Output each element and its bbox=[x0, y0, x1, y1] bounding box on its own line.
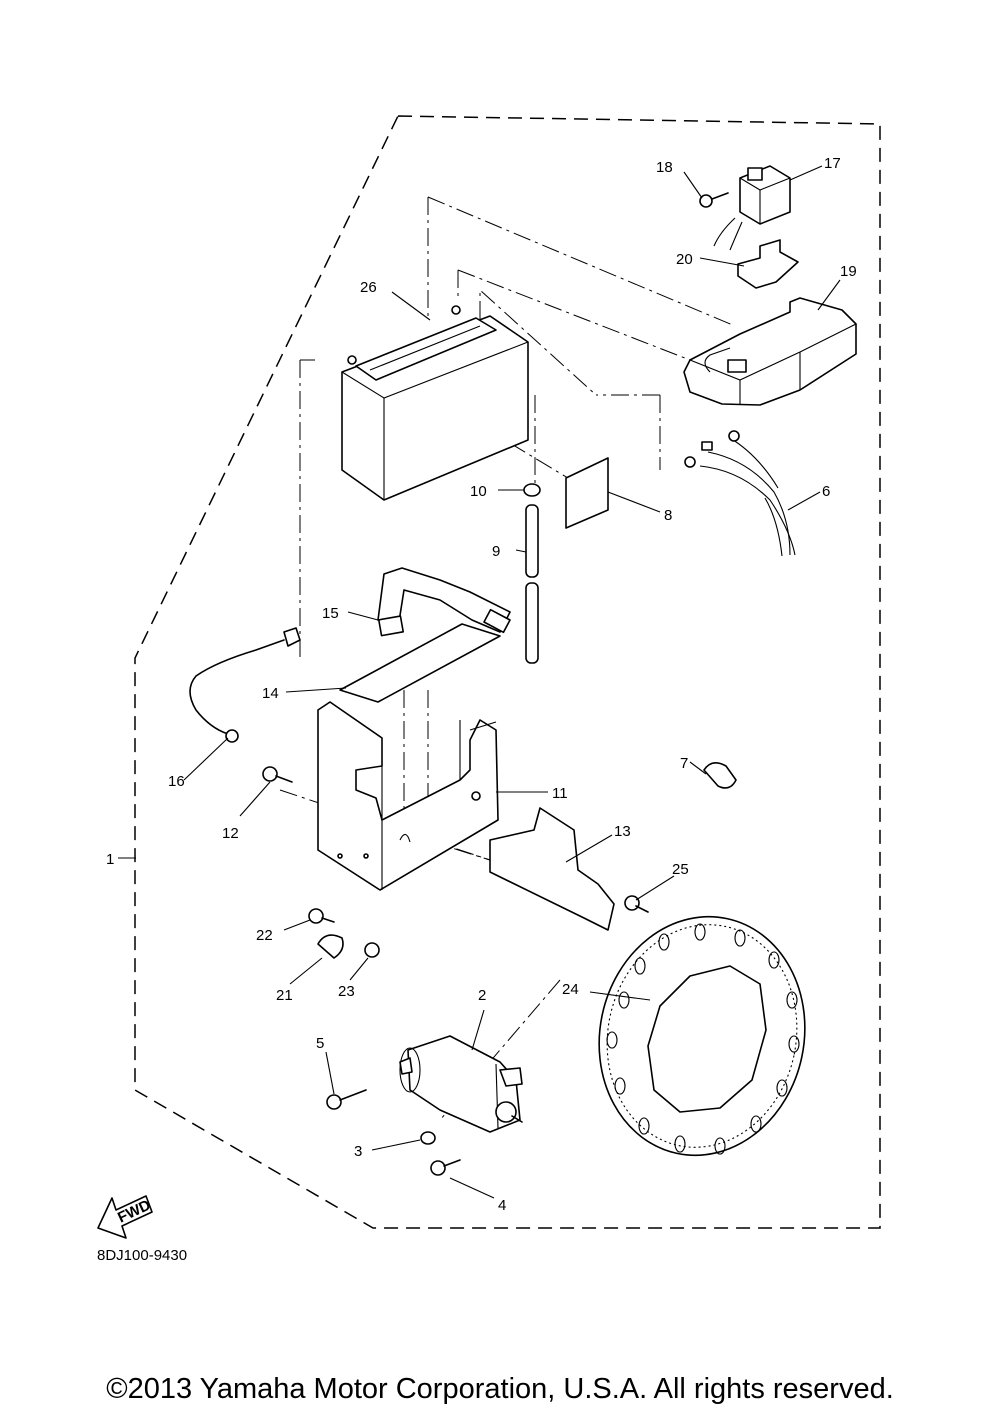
fwd-arrow-icon: FWD bbox=[97, 1195, 153, 1239]
battery-strap bbox=[377, 567, 511, 637]
callout-9: 9 bbox=[492, 543, 500, 560]
callout-23: 23 bbox=[338, 983, 355, 1000]
callout-12: 12 bbox=[222, 825, 239, 842]
callout-7: 7 bbox=[680, 755, 688, 772]
bolt-4 bbox=[430, 1159, 461, 1176]
battery bbox=[341, 305, 529, 501]
nut-23 bbox=[364, 942, 380, 958]
battery-pad bbox=[565, 457, 609, 529]
callout-21: 21 bbox=[276, 987, 293, 1004]
callout-8: 8 bbox=[664, 507, 672, 524]
callout-6: 6 bbox=[822, 483, 830, 500]
callout-13: 13 bbox=[614, 823, 631, 840]
starter-motor bbox=[399, 1035, 523, 1133]
diagram-code: 8DJ100-9430 bbox=[97, 1247, 187, 1264]
screw-18 bbox=[699, 192, 729, 208]
bolt-25 bbox=[624, 895, 649, 913]
callout-22: 22 bbox=[256, 927, 273, 944]
battery-case bbox=[317, 701, 499, 891]
breather-hose bbox=[523, 483, 541, 664]
callout-17: 17 bbox=[824, 155, 841, 172]
callout-labels: 1 2 3 4 5 6 7 8 9 10 11 12 13 14 15 16 1… bbox=[106, 155, 857, 1214]
callout-15: 15 bbox=[322, 605, 339, 622]
starter-relay bbox=[713, 165, 791, 251]
wire-harness bbox=[684, 430, 796, 557]
callout-24: 24 bbox=[562, 981, 579, 998]
clamp-7 bbox=[703, 762, 737, 789]
leader-lines bbox=[118, 165, 841, 1199]
bolt-12 bbox=[262, 766, 293, 783]
callout-16: 16 bbox=[168, 773, 185, 790]
callout-26: 26 bbox=[360, 279, 377, 296]
battery-plate bbox=[339, 623, 501, 703]
cover-plate-13 bbox=[489, 807, 615, 931]
fuse-box bbox=[683, 297, 857, 406]
callout-10: 10 bbox=[470, 483, 487, 500]
bolt-22 bbox=[308, 908, 335, 924]
callout-25: 25 bbox=[672, 861, 689, 878]
callout-2: 2 bbox=[478, 987, 486, 1004]
copyright-notice: ©2013 Yamaha Motor Corporation, U.S.A. A… bbox=[106, 1373, 894, 1405]
starter-disc bbox=[598, 915, 806, 1157]
assembly-boundary bbox=[134, 115, 881, 1229]
callout-20: 20 bbox=[676, 251, 693, 268]
callout-3: 3 bbox=[354, 1143, 362, 1160]
callout-18: 18 bbox=[656, 159, 673, 176]
negative-lead bbox=[189, 627, 301, 743]
callout-5: 5 bbox=[316, 1035, 324, 1052]
nut-3 bbox=[420, 1131, 436, 1145]
bolt-5 bbox=[326, 1089, 367, 1110]
callout-4: 4 bbox=[498, 1197, 506, 1214]
clamp-21 bbox=[317, 934, 344, 959]
callout-19: 19 bbox=[840, 263, 857, 280]
callout-14: 14 bbox=[262, 685, 279, 702]
callout-1: 1 bbox=[106, 851, 114, 868]
callout-11: 11 bbox=[552, 785, 568, 802]
relay-bracket bbox=[737, 239, 799, 289]
